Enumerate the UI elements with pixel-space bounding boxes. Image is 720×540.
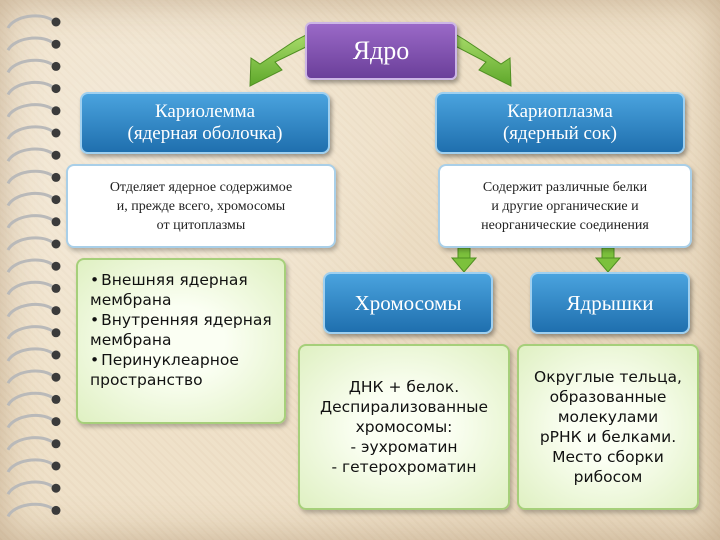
chromosomes-desc-line: Деспирализованные: [319, 398, 489, 416]
binding-hole: [51, 150, 61, 160]
nucleoli-desc-line: Округлые тельца,: [534, 368, 682, 386]
binding-hole: [51, 350, 61, 360]
binding-ring: [6, 413, 53, 429]
binding-ring: [6, 480, 53, 496]
arrow-to-nucleoli: [594, 247, 622, 273]
binding-ring: [6, 169, 53, 185]
chromosomes-desc-line: - гетерохроматин: [331, 458, 477, 476]
kariolemma-desc-line: Отделяет ядерное содержимое: [109, 179, 293, 195]
binding-ring: [6, 347, 53, 362]
nucleus-title-box: Ядро: [305, 22, 457, 80]
membrane-parts-box: Внешняя ядерная мембрана Внутренняя ядер…: [76, 258, 286, 424]
nucleoli-description-box: Округлые тельца, образованные молекулами…: [517, 344, 699, 510]
binding-hole: [51, 394, 61, 404]
binding-hole: [51, 439, 61, 449]
kariolemma-name: Кариолемма: [154, 101, 256, 122]
karioplasma-description-box: Содержит различные белки и другие органи…: [438, 164, 692, 248]
binding-hole: [51, 195, 61, 205]
membrane-parts-list: Внешняя ядерная мембрана Внутренняя ядер…: [90, 270, 272, 390]
binding-ring: [6, 147, 53, 163]
kariolemma-desc-line: и, прежде всего, хромосомы: [116, 198, 286, 214]
nucleoli-box: Ядрышки: [530, 272, 690, 334]
binding-hole: [51, 328, 61, 338]
kariolemma-desc-line: от цитоплазмы: [156, 217, 246, 233]
binding-ring: [6, 325, 53, 340]
binding-ring: [6, 191, 53, 207]
binding-ring: [6, 58, 53, 74]
binding-ring: [6, 458, 53, 473]
karioplasma-desc-line: Содержит различные белки: [482, 179, 648, 195]
chromosomes-desc-line: хромосомы:: [355, 418, 453, 436]
binding-hole: [51, 106, 61, 116]
nucleoli-desc-line: образованные: [549, 388, 667, 406]
binding-ring: [6, 258, 53, 274]
chromosomes-box: Хромосомы: [323, 272, 493, 334]
kariolemma-description-box: Отделяет ядерное содержимое и, прежде вс…: [66, 164, 336, 248]
binding-hole: [51, 372, 61, 382]
kariolemma-subtitle: (ядерная оболочка): [127, 123, 283, 144]
binding-ring: [6, 391, 53, 407]
binding-ring: [6, 436, 53, 451]
chromosomes-desc-line: ДНК + белок.: [348, 378, 460, 396]
karioplasma-box: Кариоплазма (ядерный сок): [435, 92, 685, 154]
binding-hole: [51, 306, 61, 316]
binding-ring: [6, 280, 53, 296]
karioplasma-subtitle: (ядерный сок): [502, 123, 617, 144]
binding-ring: [6, 80, 53, 96]
binding-ring: [6, 302, 53, 318]
spiral-binding: [6, 14, 61, 518]
list-item: Внутренняя ядерная мембрана: [90, 310, 272, 350]
list-item: Внешняя ядерная мембрана: [90, 270, 272, 310]
binding-hole: [51, 483, 61, 493]
binding-ring: [6, 236, 53, 251]
binding-hole: [51, 39, 61, 49]
binding-hole: [51, 172, 61, 182]
chromosomes-description-box: ДНК + белок. Деспирализованные хромосомы…: [298, 344, 510, 510]
binding-hole: [51, 84, 61, 94]
binding-ring: [6, 125, 53, 140]
binding-hole: [51, 217, 61, 227]
nucleoli-desc-line: молекулами: [557, 408, 659, 426]
list-item: Перинуклеарное пространство: [90, 350, 272, 390]
nucleus-title: Ядро: [352, 36, 410, 65]
binding-hole: [51, 417, 61, 427]
binding-ring: [6, 103, 53, 118]
binding-hole: [51, 128, 61, 138]
binding-hole: [51, 283, 61, 293]
karioplasma-desc-line: и другие органические и: [491, 198, 639, 214]
binding-ring: [6, 14, 53, 29]
chromosomes-desc-line: - эухроматин: [350, 438, 458, 456]
karioplasma-desc-line: неорганические соединения: [481, 217, 649, 233]
binding-hole: [51, 461, 61, 471]
nucleoli-desc-line: рРНК и белками.: [539, 428, 677, 446]
binding-ring: [6, 502, 53, 518]
chromosomes-label: Хромосомы: [354, 290, 462, 315]
binding-hole: [51, 261, 61, 271]
binding-ring: [6, 369, 53, 385]
nucleoli-desc-line: Место сборки: [552, 448, 664, 466]
binding-hole: [51, 505, 61, 515]
arrow-to-kariolemma: [249, 33, 309, 87]
binding-ring: [6, 36, 53, 52]
nucleoli-desc-line: рибосом: [573, 468, 643, 486]
nucleoli-label: Ядрышки: [566, 290, 654, 315]
arrow-to-karioplasma: [454, 33, 512, 87]
karioplasma-name: Кариоплазма: [507, 101, 613, 122]
binding-hole: [51, 17, 61, 27]
binding-hole: [51, 239, 61, 249]
arrow-to-chromosomes: [450, 247, 478, 273]
kariolemma-box: Кариолемма (ядерная оболочка): [80, 92, 330, 154]
binding-hole: [51, 61, 61, 71]
binding-ring: [6, 214, 53, 229]
